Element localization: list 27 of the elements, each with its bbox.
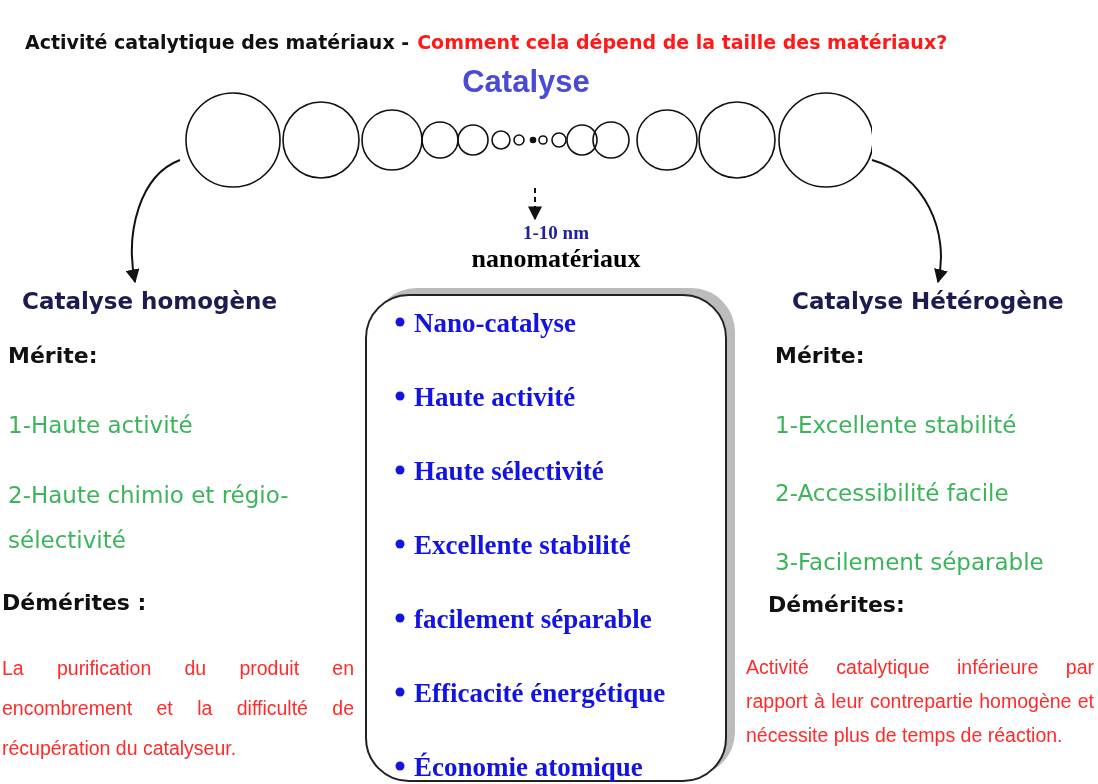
list-item: 1-Haute activité xyxy=(8,411,193,440)
section-heading: Mérite: xyxy=(775,343,865,368)
curved-arrow xyxy=(126,159,181,284)
section-heading: Démérites : xyxy=(2,590,147,615)
paragraph: La purification du produit en encombrement et la difficulté de récupération du catalyseur. xyxy=(2,656,354,761)
list-item: Haute sélectivité xyxy=(414,456,604,487)
heading: nanomatériaux xyxy=(470,244,642,274)
list-item: Nano-catalyse xyxy=(414,308,576,339)
section-heading: Mérite: xyxy=(8,343,98,368)
heading: Catalyse xyxy=(461,64,591,100)
title: Activité catalytique des matériaux - xyxy=(25,31,410,53)
size-label: 1-10 nm xyxy=(522,222,590,244)
list-item: Haute activité xyxy=(414,382,576,413)
list-item: Efficacité énergétique xyxy=(414,678,666,709)
dashed-arrow xyxy=(528,187,542,221)
paragraph: Activité catalytique inférieure par rapport à leur contrepartie homogène et nécessite plus de temps de réaction. xyxy=(746,655,1094,748)
heading: Catalyse homogène xyxy=(22,288,278,314)
list-item: 2-Accessibilité facile xyxy=(775,479,1009,508)
list-item: Excellente stabilité xyxy=(414,530,631,561)
list-item: 3-Facilement séparable xyxy=(775,548,1044,577)
list-item: 2-Haute chimio et régio-sélectivité xyxy=(8,481,290,555)
curved-arrow xyxy=(871,159,948,284)
section-heading: Démérites: xyxy=(768,592,905,617)
list-item: facilement séparable xyxy=(414,604,652,635)
list-item: 1-Excellente stabilité xyxy=(775,411,1017,440)
list-item: Économie atomique xyxy=(414,752,643,783)
heading: Catalyse Hétérogène xyxy=(792,288,1064,314)
